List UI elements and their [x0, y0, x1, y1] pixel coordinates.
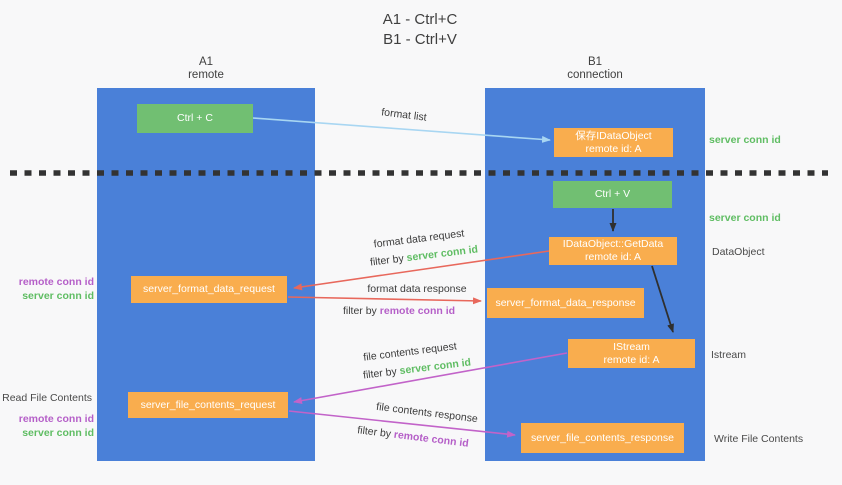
server-format-data-request-label: server_format_data_request — [143, 283, 275, 295]
ctrl-v-node: Ctrl + V — [553, 181, 672, 208]
left-lifeline-role: remote — [188, 69, 224, 81]
title-line-2: B1 - Ctrl+V — [383, 31, 457, 48]
getdata-line1: IDataObject::GetData — [562, 238, 664, 250]
remote-conn-id-annotation: remote conn id — [18, 276, 94, 288]
format-data-request-arrow — [293, 250, 550, 291]
format-list-arrow — [252, 117, 551, 143]
right-lifeline-role: connection — [567, 69, 623, 81]
server-format-data-response-label: server_format_data_response — [495, 296, 636, 309]
left-conn-id-annotations-bottom: remote conn id server conn id — [0, 413, 94, 440]
ctrl-c-node: Ctrl + C — [137, 104, 253, 133]
format-data-response-label: format data response — [367, 283, 467, 295]
server-file-contents-response-label: server_file_contents_response — [530, 431, 674, 444]
format-data-response-arrow — [287, 296, 482, 305]
server-conn-id-annotation: server conn id — [22, 426, 94, 439]
istream-annotation: Istream — [711, 349, 747, 361]
left-lifeline-name: A1 — [198, 56, 214, 68]
server-file-contents-request-node: server_file_contents_request — [128, 392, 288, 418]
right-lifeline-name: B1 — [587, 56, 603, 68]
getdata-to-istream-arrow — [651, 265, 674, 333]
getdata-node: IDataObject::GetData remote id: A — [549, 237, 677, 265]
server-file-contents-response-node: server_file_contents_response — [521, 423, 684, 453]
save-dataobject-line2: remote id: A — [585, 142, 642, 155]
filter-by-text: filter by — [342, 305, 377, 317]
dataobject-annotation: DataObject — [712, 246, 765, 258]
server-conn-id-annotation-mid: server conn id — [709, 212, 781, 224]
read-file-contents-annotation: Read File Contents — [2, 392, 92, 404]
remote-conn-id-annotation: remote conn id — [18, 413, 94, 425]
server-file-contents-request-label: server_file_contents_request — [140, 398, 276, 411]
save-dataobject-line1: 保存IDataObject — [575, 129, 652, 142]
server-format-data-request-node: server_format_data_request — [131, 276, 287, 303]
ctrl-c-label: Ctrl + C — [177, 112, 213, 124]
istream-line1: IStream — [613, 340, 650, 353]
left-lifeline-header: A1 remote — [146, 56, 266, 82]
write-file-contents-annotation: Write File Contents — [714, 433, 804, 445]
title-line-1: A1 - Ctrl+C — [382, 11, 458, 28]
server-format-data-response-node: server_format_data_response — [487, 288, 644, 318]
left-conn-id-annotations-top: remote conn id server conn id — [0, 276, 94, 303]
getdata-line2: remote id: A — [584, 251, 642, 263]
remote-conn-id-text: remote conn id — [379, 305, 456, 317]
istream-line2: remote id: A — [603, 353, 660, 366]
ctrl-v-label: Ctrl + V — [594, 188, 631, 200]
server-conn-id-annotation-top: server conn id — [709, 134, 781, 146]
file-contents-response-arrow — [288, 410, 516, 438]
istream-node: IStream remote id: A — [568, 339, 695, 368]
right-lifeline-header: B1 connection — [535, 56, 655, 82]
server-conn-id-annotation: server conn id — [22, 289, 94, 302]
diagram-title: A1 - Ctrl+C B1 - Ctrl+V — [320, 10, 520, 50]
save-dataobject-node: 保存IDataObject remote id: A — [554, 128, 673, 157]
file-contents-request-arrow — [293, 352, 568, 405]
